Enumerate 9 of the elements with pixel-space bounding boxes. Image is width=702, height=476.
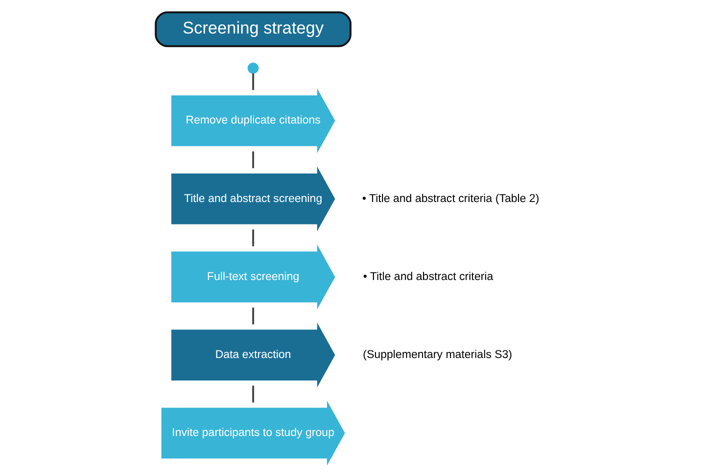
node-label: • Title and abstract criteria (Table 2) [362,192,540,205]
connector [252,386,254,402]
connector [252,73,254,90]
diagram-title: Screening strategy [182,18,324,38]
node-label: (Supplementary materials S3) [362,348,512,361]
connector [252,229,254,246]
node-label: • Title and abstract criteria [363,270,494,283]
connector [252,308,254,324]
connector [252,151,254,168]
